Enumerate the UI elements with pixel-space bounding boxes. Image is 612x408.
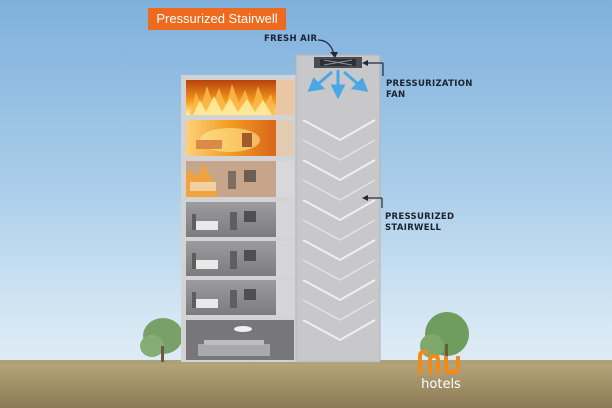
hotels-logo-word: hotels xyxy=(421,377,461,392)
tree-left xyxy=(140,318,183,362)
floor-3 xyxy=(186,241,294,276)
floor-1-lobby xyxy=(186,320,294,360)
fresh-air-arrow xyxy=(317,39,338,58)
stairwell-pointer xyxy=(362,195,383,208)
pressurization-fan-label: PRESSURIZATION FAN xyxy=(386,79,473,100)
floor-2 xyxy=(186,280,294,315)
fresh-air-label: FRESH AIR xyxy=(264,34,318,44)
stair-tower xyxy=(296,55,380,362)
floor-5-fire xyxy=(186,161,294,197)
fan-pointer xyxy=(362,60,384,76)
tree-right xyxy=(420,312,469,362)
ground xyxy=(0,362,612,408)
hotels-logo-mark-icon xyxy=(418,350,460,375)
pressurized-stairwell-label: PRESSURIZED STAIRWELL xyxy=(385,212,455,233)
floor-7-fire xyxy=(186,80,294,115)
floor-6-fire xyxy=(186,120,294,156)
diagram-title: Pressurized Stairwell xyxy=(148,8,286,30)
airflow-arrows xyxy=(307,70,369,100)
stairwell-steps xyxy=(302,119,376,342)
floor-4 xyxy=(186,202,294,237)
hotels-logo: hotels xyxy=(414,350,468,392)
